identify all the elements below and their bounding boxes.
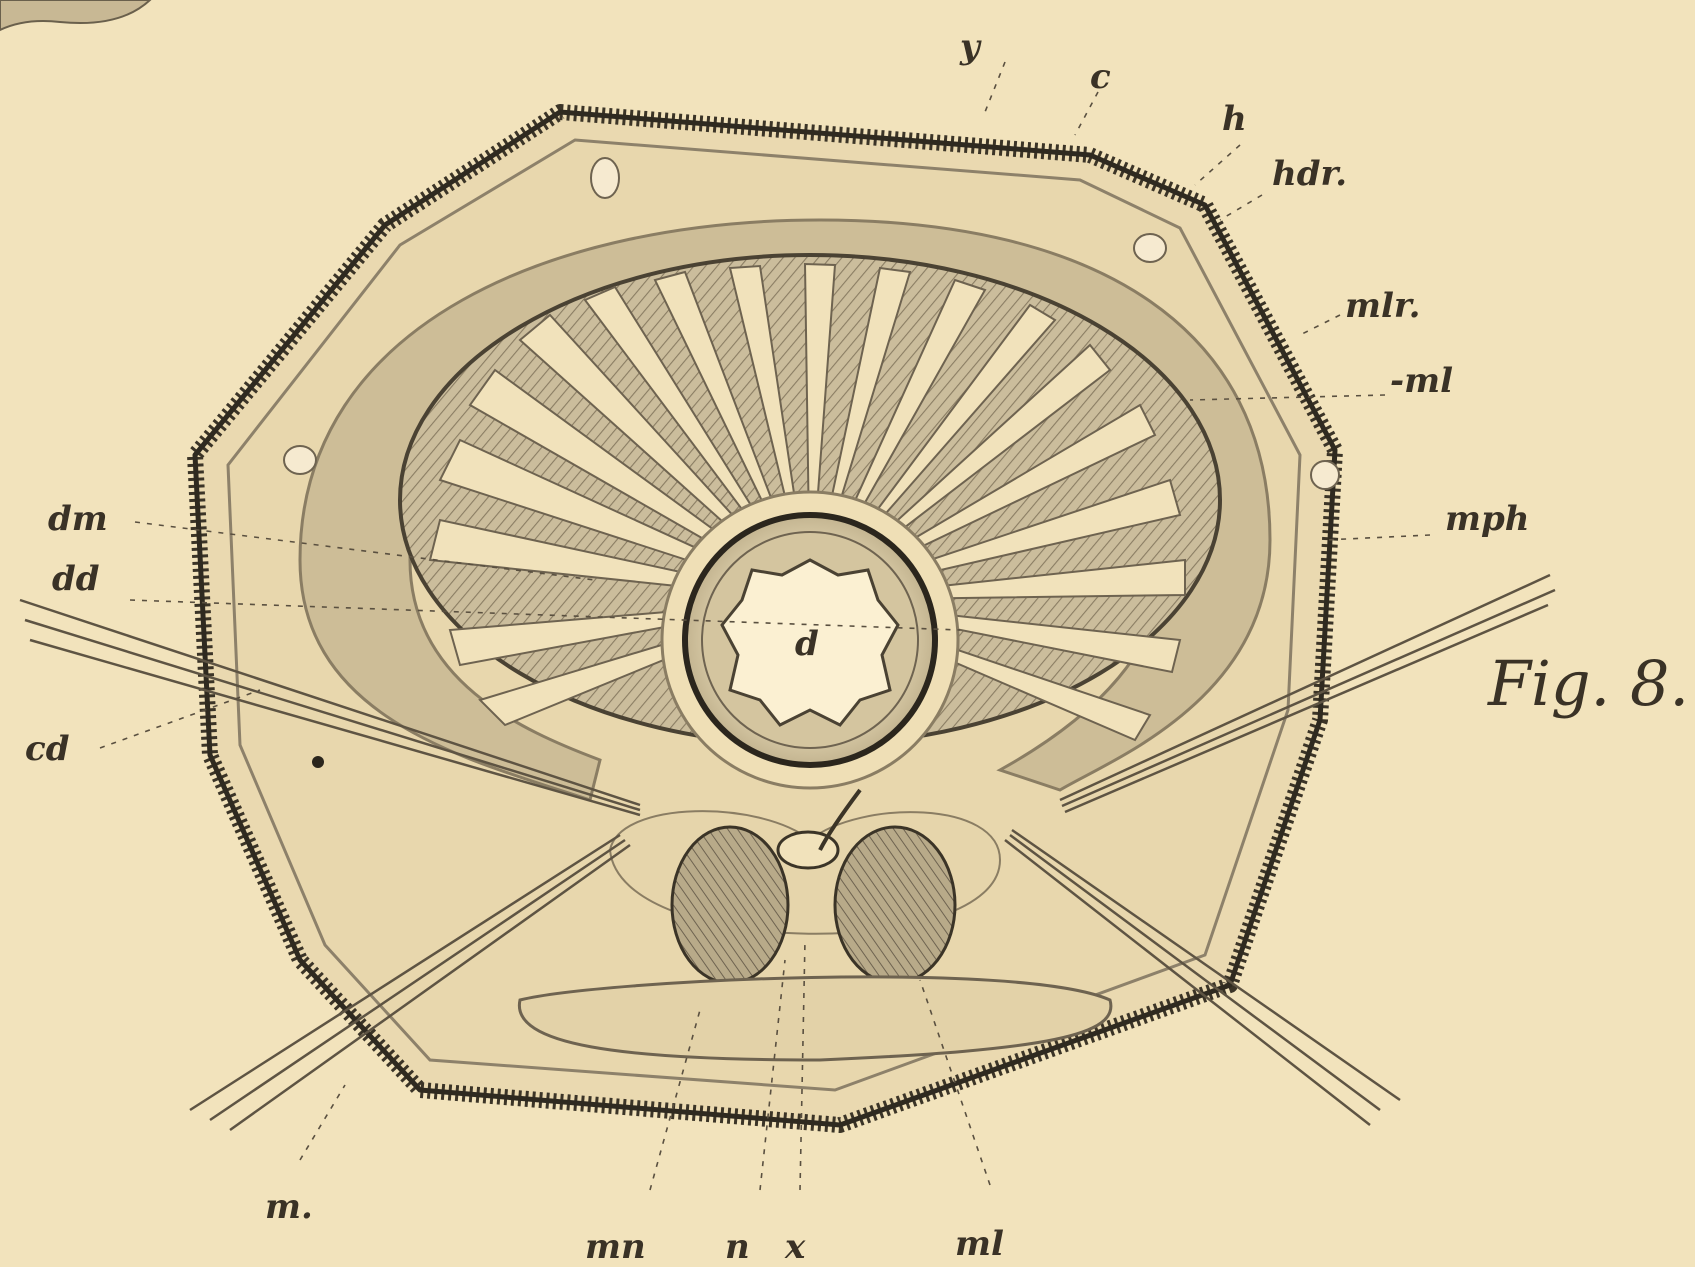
label-x: x [784,1227,806,1267]
label-dd: dd [52,559,100,599]
figure-caption: Fig. 8. [1487,647,1689,720]
label-mph: mph [1445,499,1529,539]
label-hdr: hdr. [1272,154,1347,194]
label-cd: cd [25,729,70,769]
label-n: n [725,1227,750,1267]
label-c: c [1090,57,1111,97]
label-m: m. [265,1187,313,1227]
label-ml-bottom: ml [955,1224,1004,1264]
label-y: y [959,27,982,67]
label-h: h [1222,99,1247,139]
label-mlr: mlr. [1345,286,1421,326]
adjacent-figure-fragment [0,0,150,30]
label-ml-right: -ml [1390,361,1453,401]
label-dm: dm [48,499,108,539]
label-d: d [795,624,819,664]
label-mn: mn [585,1227,646,1267]
